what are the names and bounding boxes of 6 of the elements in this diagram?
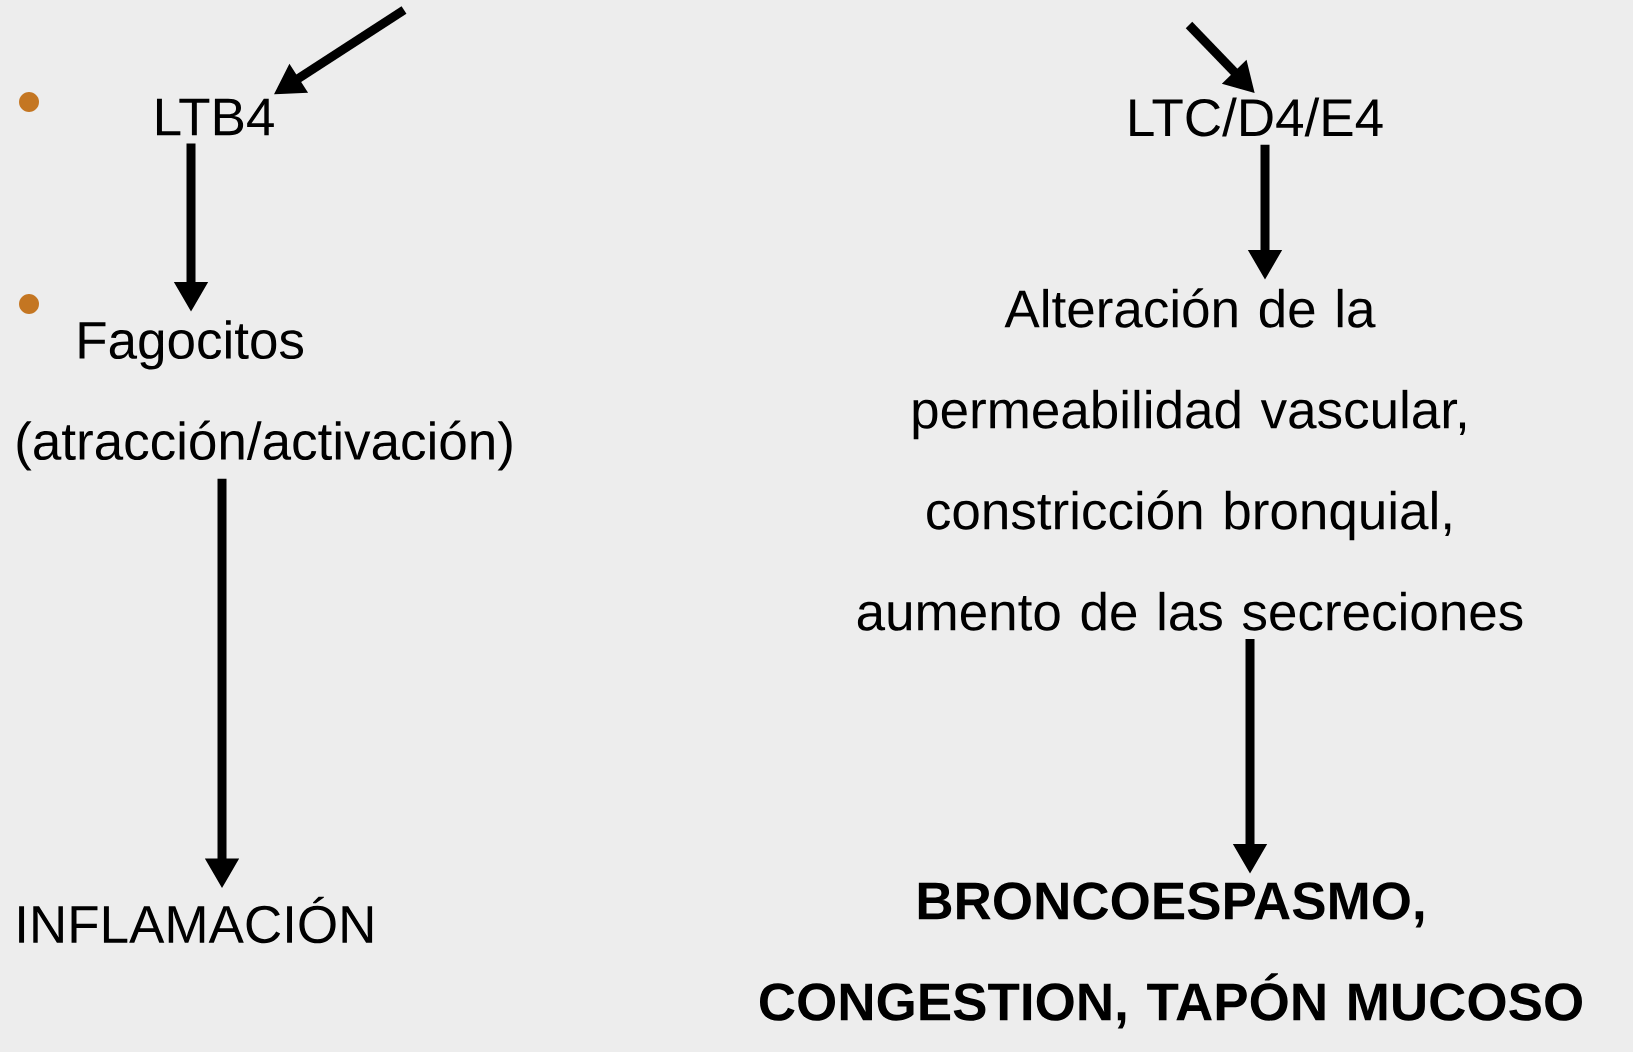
text-label: Fagocitos (atracción/activación) xyxy=(17,320,512,471)
text-label: BRONCOESPASMO, CONGESTION, TAPÓN MUCOSO xyxy=(760,882,1582,1029)
text-label: LTC/D4/E4 xyxy=(1130,97,1383,137)
text-label: Alteración de la permeabilidad vascular, constricción bronquial, aumento de las secreciones xyxy=(857,288,1523,631)
text-label: LTB4 xyxy=(157,98,274,136)
text-label: INFLAMACIÓN xyxy=(19,896,373,944)
